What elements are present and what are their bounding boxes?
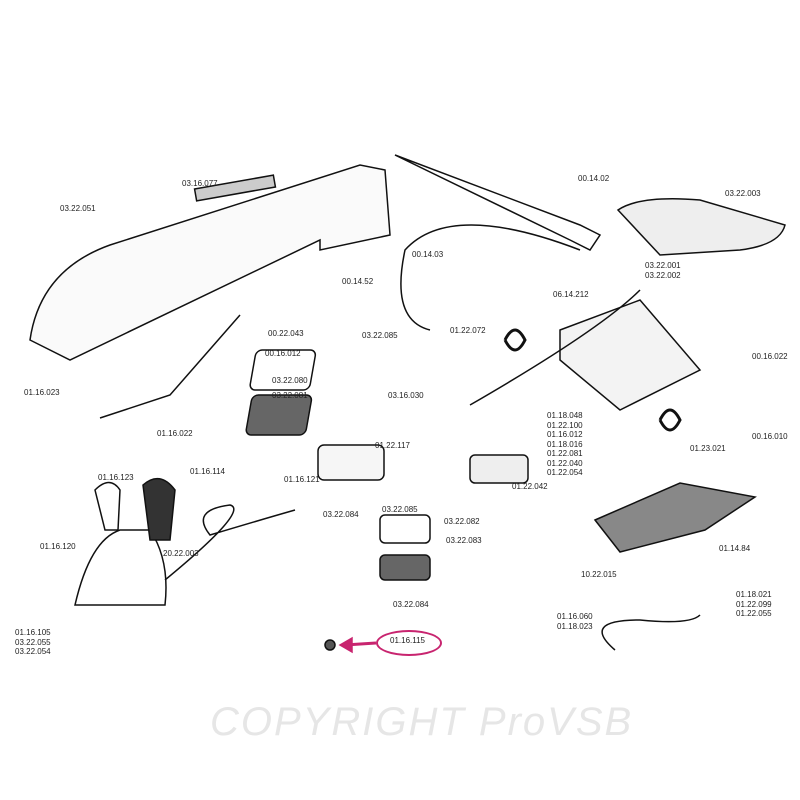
part-label[interactable]: 03.22.003 (725, 189, 761, 198)
part-label[interactable]: 03.22.081 (272, 391, 308, 400)
part-label[interactable]: 01.22.117 (375, 441, 410, 450)
part-label[interactable]: 00.14.52 (342, 277, 374, 286)
part-label[interactable]: 01.16.114 (190, 467, 225, 476)
part-label[interactable]: 03.22.085 (362, 331, 398, 340)
part-label[interactable]: 03.22.084 (323, 510, 359, 519)
part-label[interactable]: 01.16.121 (284, 475, 320, 484)
part-label-list[interactable]: 01.18.048 01.22.100 01.16.012 01.18.016 … (547, 411, 583, 477)
part-label[interactable]: 01.16.022 (157, 429, 193, 438)
antenna-cable (400, 224, 581, 331)
part-label[interactable]: 01.22.072 (450, 326, 486, 335)
spring-2 (658, 408, 682, 432)
part-label[interactable]: 01.16.023 (24, 388, 60, 397)
part-label[interactable]: 20.22.003 (163, 549, 199, 558)
part-label[interactable]: 00.14.03 (412, 250, 444, 259)
part-label[interactable]: 10.22.015 (581, 570, 617, 579)
floor-mat (593, 482, 757, 553)
small-pedal-rubber (379, 554, 431, 581)
speedo-cable (601, 614, 701, 651)
part-label-list[interactable]: 01.16.060 01.18.023 (557, 612, 593, 631)
part-label[interactable]: 00.16.012 (265, 349, 301, 358)
part-label[interactable]: 00.16.022 (752, 352, 788, 361)
brake-pedal-pad (469, 454, 529, 484)
part-label[interactable]: 03.22.082 (444, 517, 480, 526)
part-label[interactable]: 03.22.080 (272, 376, 308, 385)
part-label[interactable]: 03.22.084 (393, 600, 429, 609)
part-label[interactable]: 03.22.085 (382, 505, 418, 514)
pedal-pad-rubber (245, 394, 313, 436)
pedal-arm (469, 289, 641, 406)
vent-grille (193, 174, 277, 202)
sun-visor (616, 198, 786, 256)
part-label[interactable]: 01.14.84 (719, 544, 751, 553)
part-label[interactable]: 03.16.030 (388, 391, 424, 400)
antenna (394, 154, 602, 251)
gear-knob-black (142, 477, 176, 541)
center-console (29, 164, 391, 361)
gear-knob (94, 481, 121, 531)
part-label-list[interactable]: 01.18.021 01.22.099 01.22.055 (736, 590, 772, 618)
pedal-pad-top (249, 349, 317, 391)
plate (317, 444, 385, 481)
switch-bulb-icon (324, 639, 336, 651)
part-label-list[interactable]: 01.16.105 03.22.055 03.22.054 (15, 628, 51, 656)
small-pedal-top (379, 514, 431, 544)
pedal-assembly (559, 299, 702, 411)
part-label[interactable]: 01.16.120 (40, 542, 76, 551)
highlight-arrowhead (338, 636, 353, 654)
gear-cable (164, 504, 296, 581)
part-label[interactable]: 01.22.042 (512, 482, 548, 491)
part-label[interactable]: 03.22.051 (60, 204, 96, 213)
part-label[interactable]: 03.16.077 (182, 179, 218, 188)
part-label[interactable]: 00.22.043 (268, 329, 304, 338)
part-label[interactable]: 03.22.083 (446, 536, 482, 545)
highlight-ellipse (376, 630, 442, 656)
part-label[interactable]: 01.23.021 (690, 444, 726, 453)
copyright-watermark: COPYRIGHT ProVSB (210, 700, 634, 744)
part-label[interactable]: 00.14.02 (578, 174, 610, 183)
handbrake (99, 314, 241, 419)
part-label[interactable]: 06.14.212 (553, 290, 589, 299)
gear-lever-boot (74, 529, 167, 606)
spring (503, 328, 527, 352)
part-label[interactable]: 00.16.010 (752, 432, 788, 441)
part-label[interactable]: 01.16.123 (98, 473, 134, 482)
part-label[interactable]: 03.22.001 03.22.002 (645, 261, 681, 280)
highlighted-part-label[interactable]: 01.16.115 (390, 636, 425, 645)
